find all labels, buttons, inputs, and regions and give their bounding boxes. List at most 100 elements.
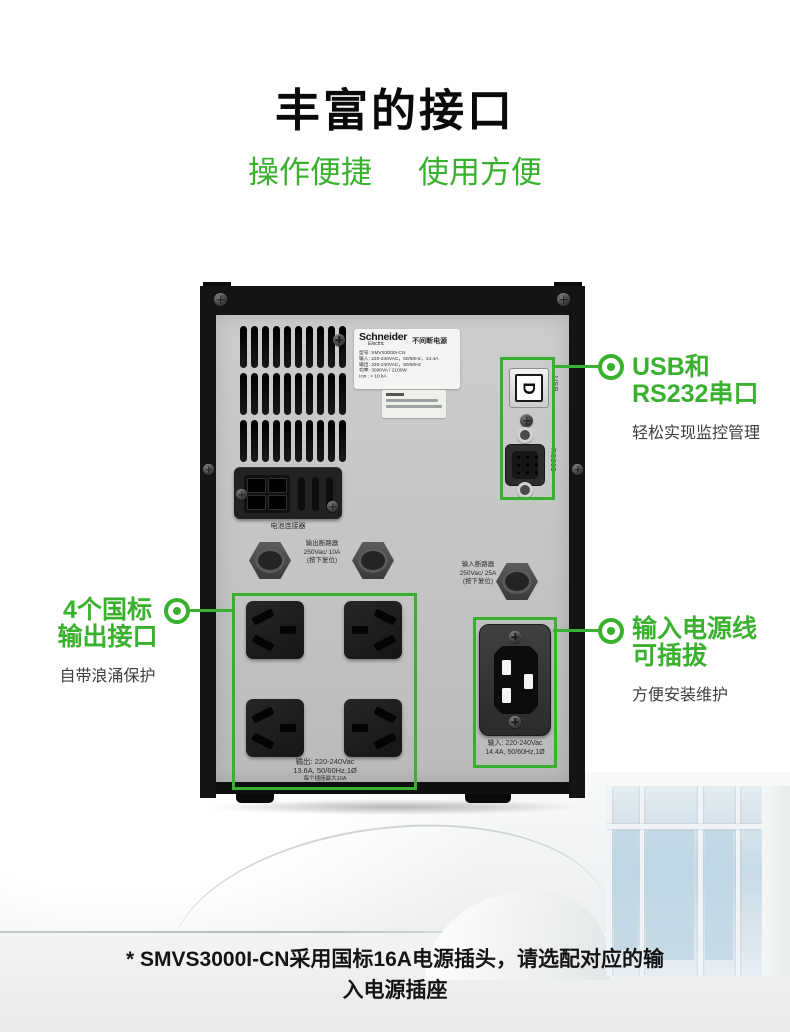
- ups-rear-panel: Schneider Electric 不间断电源 型号: SMVS3000I-C…: [200, 282, 585, 804]
- spec-line: 输出: 220-240VAC，50/60Hz: [359, 361, 422, 368]
- screw: [236, 489, 247, 500]
- rating-line: 输入: 220-240Vac: [487, 740, 543, 747]
- vent-slot: [262, 373, 269, 415]
- inlet-pin: [502, 688, 511, 703]
- screw: [509, 716, 521, 728]
- serial-bar: [386, 404, 442, 408]
- brand-subname: Electric: [368, 341, 385, 347]
- subtitle-left: 操作便捷: [248, 155, 372, 190]
- screw: [557, 293, 570, 306]
- gb-outlet: [344, 601, 402, 659]
- connector-slot: [298, 477, 305, 511]
- inlet-callout-line: [553, 629, 600, 632]
- door-frame: [698, 786, 703, 976]
- output-breaker-label: 输出断路器 250Vac/ 10A (按下复位): [290, 540, 354, 566]
- nameplate-specs: 型号: SMVS3000I-CN 输入: 220-240VAC，50/60Hz，…: [359, 350, 457, 379]
- serial-label: [382, 390, 446, 418]
- vent-slot: [295, 326, 302, 368]
- inlet-callout-title: 输入电源线: [632, 615, 758, 643]
- outlet-slot: [352, 724, 368, 732]
- device-shadow: [205, 799, 583, 815]
- product-type-label: 不间断电源: [412, 338, 448, 345]
- connector-slot: [312, 477, 319, 511]
- outlets-bullseye-icon: [164, 598, 190, 624]
- inlet-pin: [502, 660, 511, 675]
- usb-callout: USB和 RS232串口 轻松实现监控管理: [632, 354, 760, 443]
- usb-port-opening: D: [515, 374, 543, 402]
- vent-slot: [339, 373, 346, 415]
- vent-slot: [251, 373, 258, 415]
- output-breaker-1: [249, 542, 291, 579]
- outlet-rating-label: 输出: 220-240Vac 13.6A, 50/60Hz,1Ø 每个插座最大1…: [260, 757, 390, 784]
- serial-bar: [386, 393, 404, 396]
- vent-slot: [328, 373, 335, 415]
- vent-slot: [284, 373, 291, 415]
- vent-slot: [273, 373, 280, 415]
- vent-slot: [251, 420, 258, 462]
- background-glass-door: [606, 786, 790, 976]
- vent-slot: [306, 373, 313, 415]
- footnote-line: 入电源插座: [342, 979, 448, 1002]
- vent-slot: [240, 373, 247, 415]
- connector-slot: [326, 477, 333, 511]
- glass-pane: [705, 830, 733, 960]
- floor-edge-line: [0, 931, 560, 933]
- input-breaker-label: 输入断路器 250Vac/ 25A (按下复位): [446, 561, 510, 587]
- breaker-label-line: 250Vac/ 25A: [459, 569, 497, 577]
- device-top-bar: [200, 286, 585, 315]
- screw: [327, 501, 338, 512]
- brand-logo: Schneider Electric: [359, 332, 407, 347]
- output-breaker-2: [352, 542, 394, 579]
- inlet-bullseye-icon: [598, 618, 624, 644]
- outlets-callout: 4个国标 输出接口 自带浪涌保护: [25, 597, 190, 686]
- vent-slot: [306, 420, 313, 462]
- inlet-callout-title: 可插拔: [632, 642, 708, 670]
- vent-slot: [295, 420, 302, 462]
- breaker-label-line: 输出断路器: [305, 540, 339, 547]
- rating-line: 输出: 220-240Vac: [295, 757, 355, 766]
- outlets-callout-title: 输出接口: [57, 623, 158, 651]
- vent-slot: [295, 373, 302, 415]
- usb-callout-desc: 轻松实现监控管理: [632, 425, 761, 442]
- outlets-callout-desc: 自带浪涌保护: [59, 668, 156, 685]
- vent-slot: [328, 420, 335, 462]
- vent-slot: [328, 326, 335, 368]
- usb-callout-title: RS232串口: [632, 380, 759, 408]
- door-transom: [606, 824, 766, 829]
- vent-slot: [317, 326, 324, 368]
- door-frame: [640, 786, 644, 976]
- vent-slot: [339, 326, 346, 368]
- usb-rs232-highlight-box: [500, 357, 555, 500]
- spec-line: 型号: SMVS3000I-CN: [359, 350, 406, 356]
- vent-slot: [317, 373, 324, 415]
- subtitle-right: 使用方便: [418, 155, 542, 190]
- spec-line: Icw : < 10 kA: [359, 373, 387, 379]
- screw: [509, 631, 521, 643]
- vent-slot: [240, 420, 247, 462]
- spec-line: 功率: 3000VA / 2100W: [359, 367, 407, 374]
- input-breaker: [496, 563, 538, 600]
- vent-slot: [251, 326, 258, 368]
- inlet-callout-desc: 方便安装维护: [632, 687, 729, 704]
- vent-slot: [262, 326, 269, 368]
- usb-callout-title: USB和: [632, 353, 710, 381]
- screw: [572, 464, 583, 475]
- rs232-pins: [512, 451, 538, 479]
- usb-port: D: [509, 368, 549, 408]
- connector-cell: [247, 495, 266, 510]
- connector-cell: [268, 478, 287, 493]
- vent-slot: [273, 326, 280, 368]
- door-frame: [606, 786, 612, 976]
- screw: [214, 293, 227, 306]
- device-foot-left: [236, 794, 274, 803]
- rating-line: 13.6A, 50/60Hz,1Ø: [293, 765, 357, 775]
- page-title: 丰富的接口: [274, 85, 515, 136]
- inlet-highlight-box: [473, 617, 557, 768]
- battery-connector: [234, 467, 342, 519]
- background-scene: [0, 772, 790, 1032]
- gb-outlet: [246, 699, 304, 757]
- breaker-label-line: 输入断路器: [461, 561, 495, 568]
- rating-line: 14.4A, 50/60Hz,1Ø: [485, 748, 545, 756]
- side-rail-left: [200, 286, 216, 798]
